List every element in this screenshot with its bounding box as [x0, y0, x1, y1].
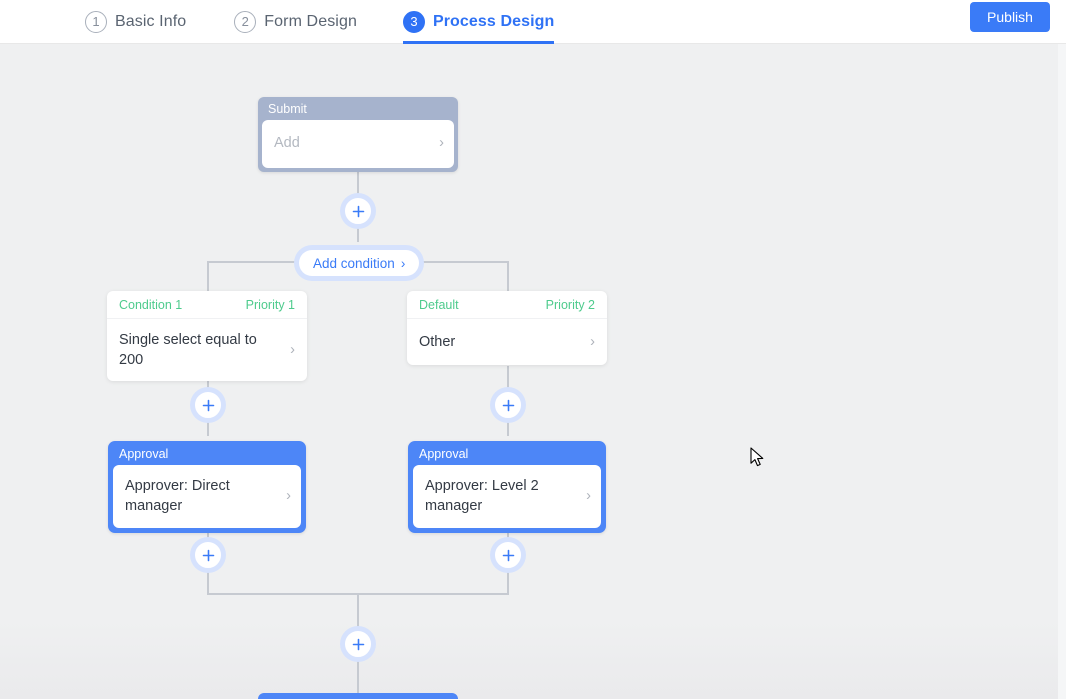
node-approval-1-text: Approver: Direct manager: [125, 477, 286, 516]
step-label-form-design: Form Design: [264, 13, 357, 31]
step-label-process-design: Process Design: [433, 13, 554, 31]
publish-button[interactable]: Publish: [970, 2, 1050, 32]
step-number-3: 3: [403, 11, 425, 33]
step-nav: 1 Basic Info 2 Form Design 3 Process Des…: [0, 0, 554, 43]
plus-icon: [502, 549, 515, 562]
plus-icon: [352, 638, 365, 651]
add-node-button-4[interactable]: [495, 392, 521, 418]
condition-1-body[interactable]: Single select equal to 200 ›: [107, 319, 307, 381]
step-number-1: 1: [85, 11, 107, 33]
condition-2-name: Default: [419, 298, 459, 312]
tab-form-design[interactable]: 2 Form Design: [234, 0, 357, 43]
add-condition-button[interactable]: Add condition ›: [299, 250, 419, 276]
node-submit[interactable]: Submit Add ›: [258, 97, 458, 172]
add-node-button-5[interactable]: [495, 542, 521, 568]
add-node-button-1[interactable]: [345, 198, 371, 224]
step-number-2: 2: [234, 11, 256, 33]
condition-1-priority: Priority 1: [246, 298, 295, 312]
active-tab-underline: [403, 41, 554, 44]
plus-icon: [202, 399, 215, 412]
condition-1-text: Single select equal to 200: [119, 330, 290, 370]
plus-icon: [202, 549, 215, 562]
chevron-right-icon: ›: [439, 134, 444, 154]
node-approval-2-body[interactable]: Approver: Level 2 manager ›: [413, 465, 601, 528]
tab-basic-info[interactable]: 1 Basic Info: [85, 0, 186, 43]
add-node-button-6[interactable]: [345, 631, 371, 657]
node-approval-1-header: Approval: [113, 442, 301, 465]
app-header: 1 Basic Info 2 Form Design 3 Process Des…: [0, 0, 1066, 44]
chevron-right-icon: ›: [286, 487, 291, 507]
add-node-button-2[interactable]: [195, 392, 221, 418]
chevron-right-icon: ›: [290, 340, 295, 360]
tab-process-design[interactable]: 3 Process Design: [403, 0, 554, 43]
chevron-right-icon: ›: [401, 256, 406, 271]
condition-1-name: Condition 1: [119, 298, 182, 312]
vertical-scrollbar[interactable]: [1058, 44, 1066, 699]
condition-2-text: Other: [419, 332, 590, 352]
condition-2-header: Default Priority 2: [407, 291, 607, 319]
add-node-button-3[interactable]: [195, 542, 221, 568]
node-condition-2[interactable]: Default Priority 2 Other ›: [407, 291, 607, 365]
condition-1-header: Condition 1 Priority 1: [107, 291, 307, 319]
process-canvas[interactable]: Submit Add › Add condition › Condition 1…: [0, 44, 1066, 699]
add-condition-label: Add condition: [313, 256, 395, 271]
plus-icon: [502, 399, 515, 412]
node-condition-1[interactable]: Condition 1 Priority 1 Single select equ…: [107, 291, 307, 381]
chevron-right-icon: ›: [586, 487, 591, 507]
condition-2-body[interactable]: Other ›: [407, 319, 607, 365]
node-approval-2-header: Approval: [413, 442, 601, 465]
node-approval-2-text: Approver: Level 2 manager: [425, 477, 586, 516]
plus-icon: [352, 205, 365, 218]
node-approval-1[interactable]: Approval Approver: Direct manager ›: [108, 441, 306, 533]
step-label-basic-info: Basic Info: [115, 13, 186, 31]
node-submit-body[interactable]: Add ›: [262, 120, 454, 168]
condition-2-priority: Priority 2: [546, 298, 595, 312]
node-submit-text: Add: [274, 134, 439, 154]
node-approval-2[interactable]: Approval Approver: Level 2 manager ›: [408, 441, 606, 533]
node-approval-1-body[interactable]: Approver: Direct manager ›: [113, 465, 301, 528]
node-next-partial[interactable]: [258, 693, 458, 699]
node-submit-header: Submit: [262, 97, 454, 120]
chevron-right-icon: ›: [590, 332, 595, 352]
